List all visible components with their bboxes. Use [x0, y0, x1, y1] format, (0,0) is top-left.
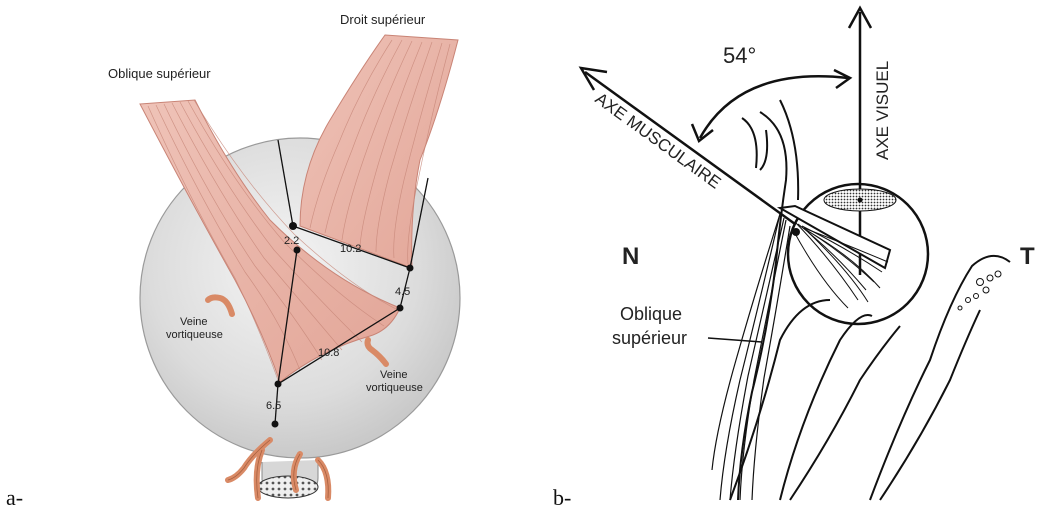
measure-10-8: 10.8 — [318, 347, 339, 359]
label-veine-left-1: Veine — [180, 316, 208, 328]
trochlea-dot — [792, 228, 800, 236]
oblique-label-2: supérieur — [612, 328, 687, 348]
label-oblique-superieur: Oblique supérieur — [108, 66, 211, 81]
caption-a: a- — [6, 485, 23, 510]
oblique-muscle-b — [712, 214, 790, 500]
panel-a: Droit supérieur Oblique supérieur Veine … — [6, 12, 460, 510]
temporal-label: T — [1020, 243, 1035, 270]
axe-visuel-label: AXE VISUEL — [873, 61, 892, 160]
measure-2-2: 2.2 — [284, 235, 299, 247]
measure-10-2: 10.2 — [340, 243, 361, 255]
axe-musculaire-label: AXE MUSCULAIRE — [592, 89, 725, 193]
measure-6-5: 6.5 — [266, 400, 281, 412]
measure-4-5: 4.5 — [395, 286, 410, 298]
label-droit-superieur: Droit supérieur — [340, 12, 426, 27]
label-veine-right-2: vortiqueuse — [366, 382, 423, 394]
orbit-walls — [730, 100, 1010, 500]
optic-nerve — [258, 460, 318, 498]
angle-arc-arrow-right — [834, 70, 850, 88]
angle-arc — [700, 76, 848, 138]
panel-b — [581, 8, 1010, 500]
label-veine-right-1: Veine — [380, 369, 408, 381]
angle-label: 54° — [723, 43, 756, 68]
axe-musculaire-line — [585, 72, 795, 224]
nasal-label: N — [622, 243, 639, 270]
caption-b: b- — [553, 485, 571, 510]
oblique-label-1: Oblique — [620, 304, 682, 324]
label-veine-left-2: vortiqueuse — [166, 329, 223, 341]
oblique-leader — [708, 338, 762, 342]
